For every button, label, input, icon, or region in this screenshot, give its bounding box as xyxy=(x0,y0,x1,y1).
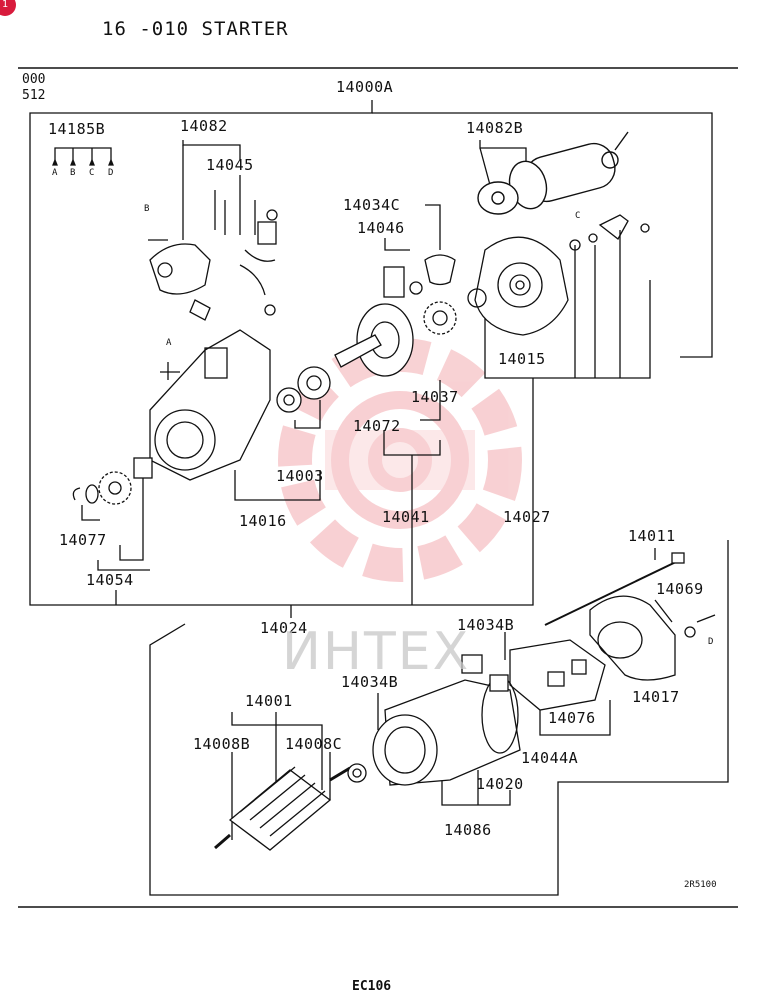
label-14082b: 14082B xyxy=(466,119,524,137)
corner-badge: 1 xyxy=(0,0,16,16)
label-14076: 14076 xyxy=(548,709,596,727)
label-14037: 14037 xyxy=(411,388,459,406)
label-14077: 14077 xyxy=(59,531,107,549)
label-14020: 14020 xyxy=(476,775,524,793)
label-14054: 14054 xyxy=(86,571,134,589)
page-code: EC106 xyxy=(352,979,392,994)
label-14015: 14015 xyxy=(498,350,546,368)
callout-a: A xyxy=(166,338,172,348)
label-14034b-mid: 14034B xyxy=(341,673,399,691)
callout-c-small: C xyxy=(89,168,95,178)
armature-shaft-14072 xyxy=(334,254,457,377)
label-14001: 14001 xyxy=(245,692,293,710)
yoke-14020 xyxy=(372,674,521,786)
brush-holder-14076 xyxy=(461,639,606,711)
armature-14001 xyxy=(214,763,367,851)
terminal-harness-14082 xyxy=(148,190,278,321)
callout-b: B xyxy=(144,204,150,214)
figure-code: 2R5100 xyxy=(684,880,717,890)
catalog-code-line2: 512 xyxy=(22,88,46,103)
solenoid-14082b xyxy=(477,131,629,215)
label-14069: 14069 xyxy=(656,580,704,598)
label-14082: 14082 xyxy=(180,117,228,135)
watermark-text: ИНТЕХ xyxy=(282,622,471,682)
label-14041: 14041 xyxy=(382,508,430,526)
label-14185b: 14185B xyxy=(48,120,106,138)
label-14024: 14024 xyxy=(260,619,308,637)
label-14027: 14027 xyxy=(503,508,551,526)
callout-d: D xyxy=(708,637,714,647)
callout-a-small: A xyxy=(52,168,58,178)
catalog-code-line1: 000 xyxy=(22,72,46,87)
label-14072: 14072 xyxy=(353,417,401,435)
label-14011: 14011 xyxy=(628,527,676,545)
label-14017: 14017 xyxy=(632,688,680,706)
callout-c: C xyxy=(575,211,581,221)
label-14016: 14016 xyxy=(239,512,287,530)
rear-cover-14017 xyxy=(589,595,716,681)
label-14003: 14003 xyxy=(276,467,324,485)
gear-housing-14016 xyxy=(149,329,271,481)
label-14046: 14046 xyxy=(357,219,405,237)
label-14034c: 14034C xyxy=(343,196,401,214)
label-14044a: 14044A xyxy=(521,749,579,767)
label-14008c: 14008C xyxy=(285,735,343,753)
label-14034b-top: 14034B xyxy=(457,616,515,634)
callout-d-small: D xyxy=(108,168,114,178)
callout-b-small: B xyxy=(70,168,76,178)
label-14008b: 14008B xyxy=(193,735,251,753)
page-title: 16 -010 STARTER xyxy=(102,18,289,40)
label-14045: 14045 xyxy=(206,156,254,174)
label-14086: 14086 xyxy=(444,821,492,839)
label-assembly-14000a: 14000A xyxy=(336,78,394,96)
drive-housing-14015 xyxy=(467,214,650,336)
